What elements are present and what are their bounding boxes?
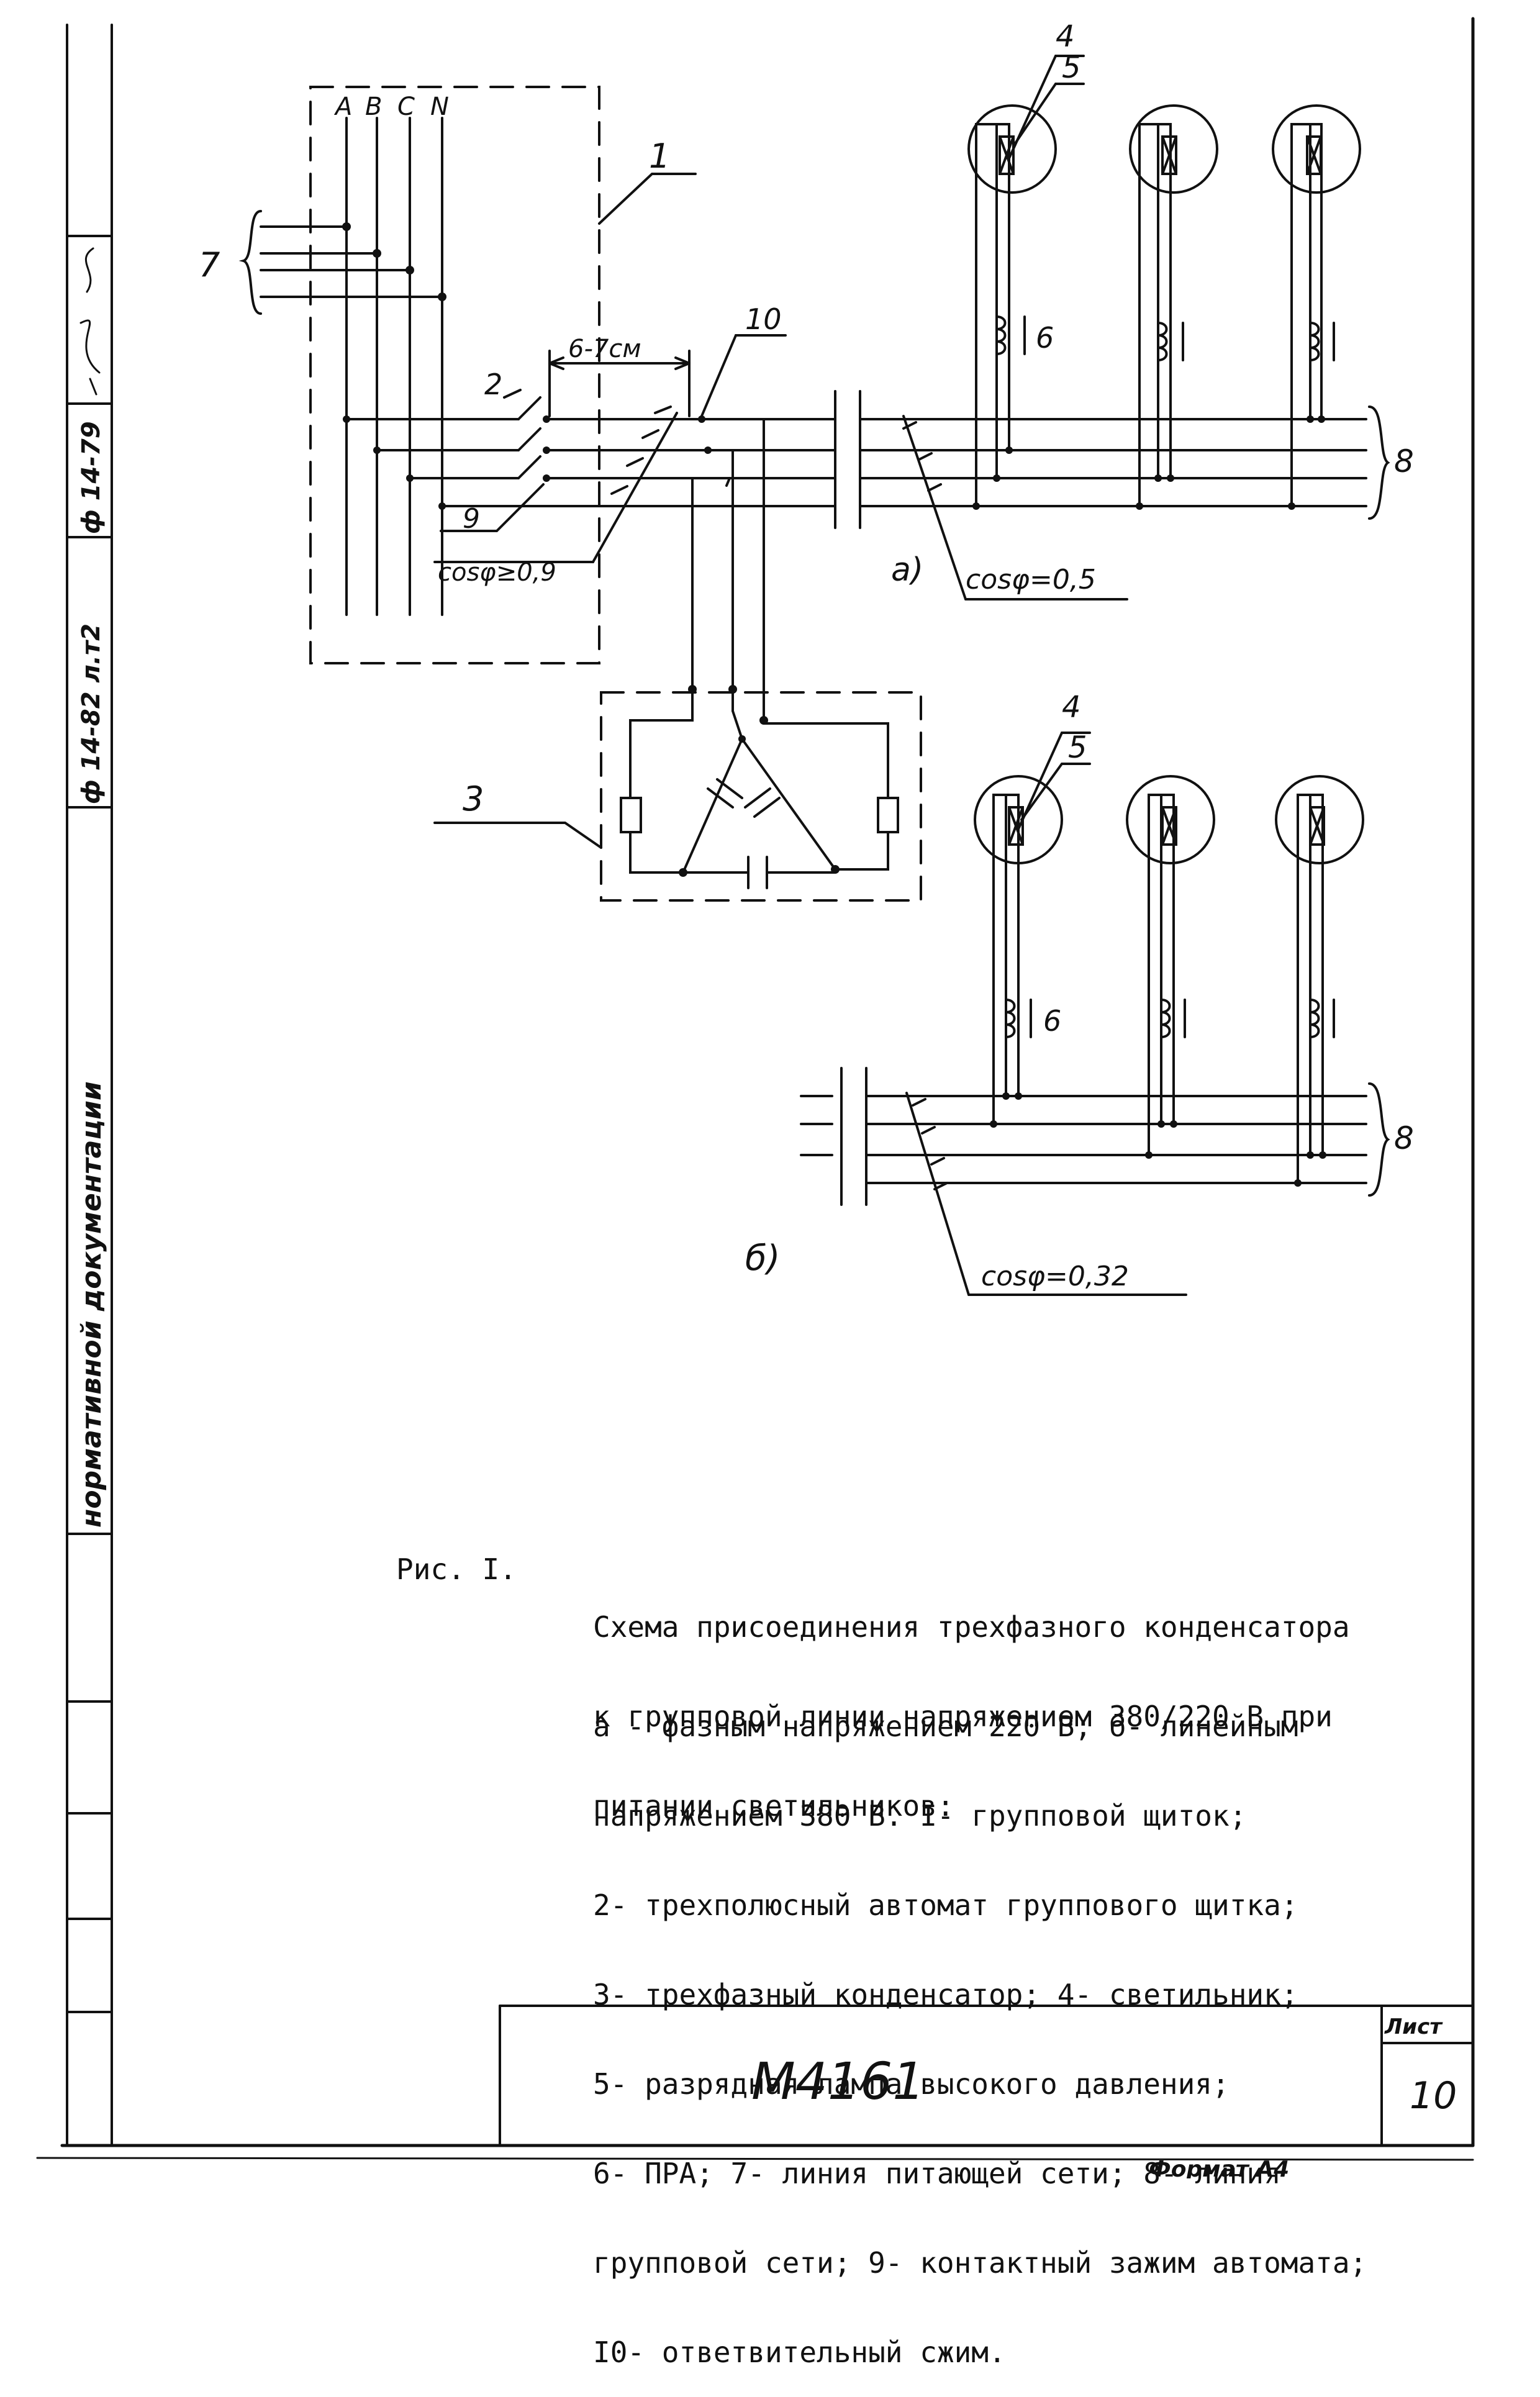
- callout-5b: 5: [1068, 730, 1087, 765]
- bus-label-b: B: [365, 93, 382, 121]
- callout-2: 2: [484, 368, 502, 401]
- group-a-dots: [972, 415, 1325, 510]
- group-line-b: [800, 1067, 1390, 1296]
- leader-3: [433, 822, 602, 849]
- callout-5a: 5: [1062, 50, 1081, 85]
- figure-title-line: питании светильников:: [593, 1789, 954, 1823]
- legend-line: 5- разрядная лампа высокого давления;: [593, 2067, 1230, 2101]
- callout-8b: 8: [1394, 1120, 1414, 1156]
- variant-a-label: а): [891, 551, 923, 589]
- figure-legend: а - фазным напряжением 220 В; б- линейны…: [593, 1652, 1367, 2397]
- legend-line: 2- трехполюсный автомат группового щитка…: [593, 1888, 1298, 1922]
- capacitor-feed: [691, 418, 765, 725]
- leader-1: [598, 173, 697, 225]
- cos-a-label: cosφ=0,5: [966, 564, 1096, 596]
- callout-8a: 8: [1394, 443, 1414, 479]
- capacitor-3: [620, 679, 899, 889]
- callout-4b: 4: [1062, 690, 1081, 725]
- supply-line-7: [238, 210, 443, 315]
- capacitor-dashed-box: [600, 691, 922, 902]
- cos-panel-label: cosφ≥0,9: [438, 558, 556, 587]
- sheet-label: Лист: [1384, 2014, 1443, 2039]
- sheet-number: 10: [1410, 2074, 1457, 2118]
- legend-line: напряжением 380 В. I- групповой щиток;: [593, 1799, 1247, 1833]
- dimension-6-7cm: [548, 350, 691, 417]
- format-label: Формат А4: [1149, 2157, 1289, 2178]
- legend-line: 3- трехфазный конденсатор; 4- светильник…: [593, 1978, 1298, 2011]
- group-b-dots: [990, 1092, 1326, 1187]
- diagram-labels: A B C N 1 2 3 4 5 4 5 6 6 7 8 8 9 10 6-7…: [199, 19, 1414, 1292]
- legend-line: а - фазным напряжением 220 В; б- линейны…: [593, 1710, 1298, 1743]
- panel-dots: [343, 415, 712, 510]
- side-strip-top-entry: ф 14-79: [77, 421, 106, 534]
- figure-title-line: к групповой линии напряжением 380/220 В …: [593, 1700, 1333, 1733]
- panel-leaders: [433, 406, 678, 563]
- legend-line: групповой сети; 9- контактный зажим авто…: [593, 2246, 1367, 2280]
- side-strip: ф 14-79 ф 14-82 л.т2 нормативной докумен…: [76, 421, 107, 1528]
- leader-10: [700, 334, 787, 417]
- callout-3: 3: [463, 779, 484, 818]
- callout-4a: 4: [1056, 19, 1075, 54]
- callout-6a: 6: [1036, 321, 1054, 355]
- side-strip-bottom-entry: нормативной документации: [76, 1081, 107, 1528]
- drawing-sheet: A B C N 1 2 3 4 5 4 5 6 6 7 8 8 9 10 6-7…: [36, 17, 1475, 2178]
- variant-b-label: б): [745, 1238, 780, 1279]
- luminaires-b: [974, 732, 1364, 1184]
- title-block-text: М4161 Лист 10 Формат А4: [751, 2014, 1457, 2178]
- breaker-2: [345, 389, 836, 507]
- luminaires-a: [967, 55, 1361, 507]
- side-strip-middle-entry: ф 14-82 л.т2: [77, 623, 106, 804]
- cos-b-label: cosφ=0,32: [981, 1261, 1129, 1292]
- bus-label-a: A: [333, 93, 352, 121]
- bus-bars: [345, 117, 443, 616]
- bus-label-n: N: [430, 93, 449, 121]
- title-block: [499, 2005, 1474, 2147]
- sheet-frame: [36, 17, 1475, 2161]
- legend-line: I0- ответвительный сжим.: [593, 2336, 1006, 2369]
- callout-7: 7: [199, 245, 220, 284]
- figure-title-line: Схема присоединения трехфазного конденса…: [593, 1610, 1350, 1644]
- group-line-a: [834, 390, 1390, 600]
- callout-9: 9: [463, 503, 480, 535]
- callout-1: 1: [649, 137, 670, 176]
- capacitor-dots: [679, 685, 840, 877]
- callout-10: 10: [745, 302, 782, 336]
- document-number: М4161: [751, 2052, 925, 2111]
- callout-6b: 6: [1043, 1004, 1061, 1038]
- dimension-label: 6-7см: [568, 335, 641, 363]
- group-panel-dashed-box: [309, 86, 600, 664]
- supply-junction-dots: [342, 222, 446, 301]
- figure-title: Схема присоединения трехфазного конденса…: [593, 1552, 1350, 1851]
- legend-line: 6- ПРА; 7- линия питающей сети; 8- линия: [593, 2157, 1281, 2190]
- figure-label: Рис. I.: [396, 1552, 517, 1586]
- bus-label-c: C: [397, 93, 415, 121]
